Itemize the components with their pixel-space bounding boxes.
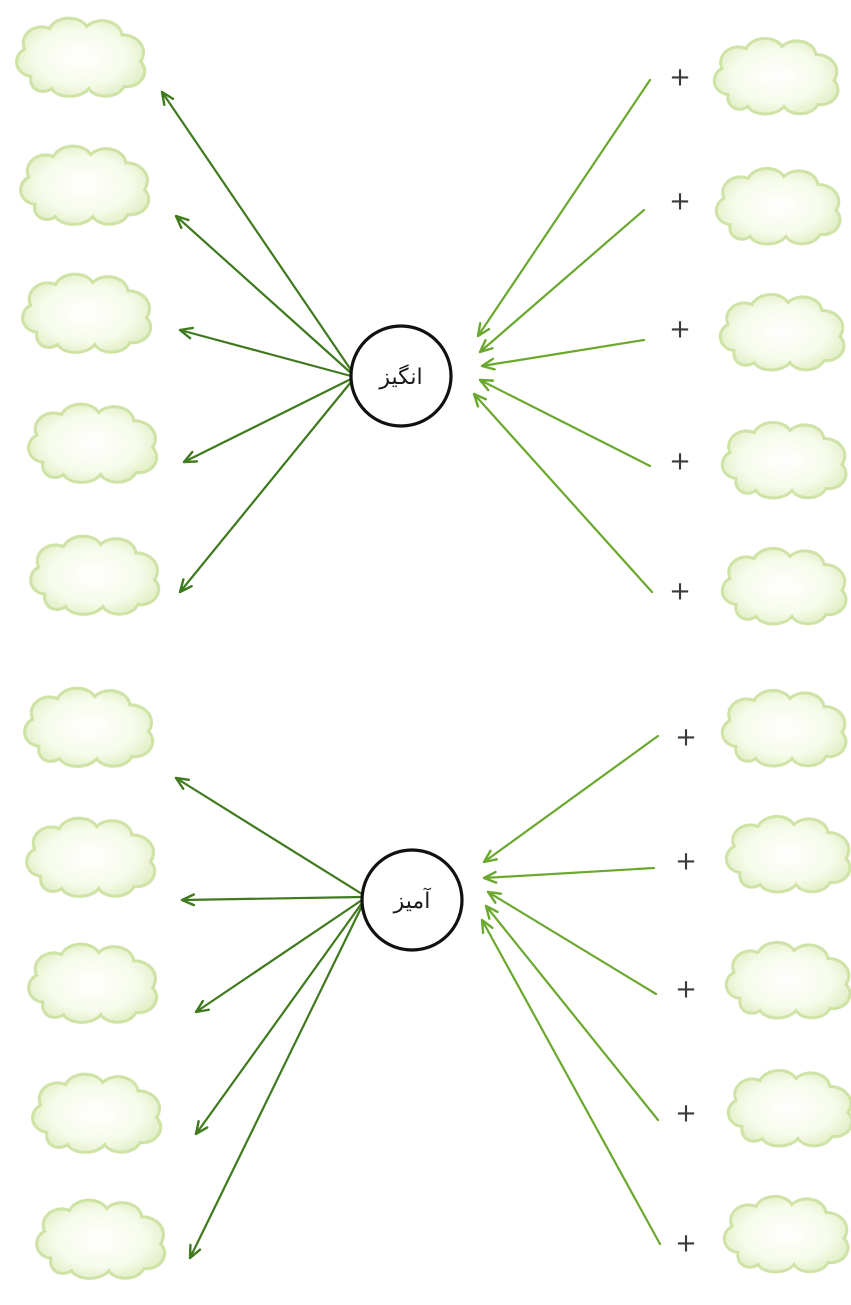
arrow-shaft: [476, 78, 652, 338]
arrow-shaft: [194, 901, 364, 1136]
arrow-shaft: [484, 904, 660, 1122]
output-arrow: [174, 776, 364, 896]
output-cloud-blank[interactable]: [15, 16, 147, 98]
input-cloud-blank[interactable]: [722, 1194, 850, 1274]
input-cloud-blank[interactable]: [720, 546, 848, 626]
arrow-head: [476, 321, 491, 338]
input-arrow: [476, 78, 652, 338]
arrow-head: [178, 326, 195, 340]
plus-sign: +: [675, 975, 697, 1005]
input-cloud-blank[interactable]: [724, 940, 851, 1020]
arrow-head: [472, 392, 488, 408]
output-cloud-blank[interactable]: [31, 1072, 163, 1154]
arrow-shaft: [194, 898, 364, 1014]
input-arrow: [472, 392, 654, 594]
input-arrow: [478, 208, 646, 354]
arrow-shaft: [486, 890, 658, 996]
input-cloud-blank[interactable]: [724, 814, 851, 894]
input-cloud-blank[interactable]: [720, 688, 848, 768]
output-arrow: [174, 214, 353, 375]
plus-sign: +: [669, 187, 691, 217]
plus-sign: +: [669, 63, 691, 93]
arrow-head: [160, 90, 175, 106]
arrow-shaft: [482, 734, 660, 864]
input-cloud-blank[interactable]: [712, 36, 840, 116]
arrow-shaft: [180, 895, 364, 902]
arrow-shaft: [482, 866, 656, 880]
arrow-shaft: [478, 378, 652, 468]
input-arrow: [478, 378, 652, 468]
arrow-shaft: [160, 90, 353, 372]
arrow-shaft: [478, 208, 646, 354]
input-cloud-blank[interactable]: [726, 1068, 851, 1148]
arrow-head: [194, 1120, 209, 1136]
output-arrow: [194, 898, 364, 1014]
output-cloud-blank[interactable]: [29, 534, 161, 616]
center-node-circle: [349, 324, 453, 428]
plus-sign: +: [675, 1099, 697, 1129]
arrow-shaft: [178, 380, 353, 594]
arrow-shaft: [178, 328, 353, 378]
arrow-head: [482, 849, 498, 864]
output-arrow: [182, 377, 353, 464]
output-cloud-blank[interactable]: [21, 272, 153, 354]
output-cloud-blank[interactable]: [25, 816, 157, 898]
diagram-2: + + + + + آمیز: [23, 686, 851, 1280]
plus-sign: +: [675, 1229, 697, 1259]
input-arrow: [480, 918, 662, 1246]
input-arrow: [480, 338, 646, 371]
output-cloud-blank[interactable]: [27, 402, 159, 484]
arrow-head: [174, 776, 191, 790]
arrow-head: [188, 1243, 202, 1260]
input-cloud-blank[interactable]: [714, 166, 842, 246]
center-word: انگیز: [378, 364, 422, 390]
output-cloud-blank[interactable]: [23, 686, 155, 768]
input-arrow: [482, 866, 656, 884]
input-cloud-blank[interactable]: [718, 292, 846, 372]
arrow-head: [484, 904, 499, 920]
arrow-head: [482, 870, 498, 884]
arrow-head: [178, 578, 193, 594]
arrow-head: [486, 890, 503, 904]
output-arrow: [194, 901, 364, 1136]
plus-sign: +: [669, 577, 691, 607]
arrow-head: [478, 339, 494, 354]
arrow-head: [194, 999, 211, 1014]
arrow-shaft: [182, 377, 353, 464]
center-node-circle: [360, 848, 464, 952]
center-word: آمیز: [393, 887, 432, 914]
output-cloud-blank[interactable]: [19, 144, 151, 226]
arrow-shaft: [174, 214, 353, 375]
output-cloud-blank[interactable]: [35, 1198, 167, 1280]
arrow-head: [180, 893, 196, 907]
arrow-head: [480, 357, 496, 371]
input-cloud-blank[interactable]: [720, 420, 848, 500]
arrow-shaft: [472, 392, 654, 594]
arrow-head: [480, 918, 494, 935]
arrow-shaft: [174, 776, 364, 896]
arrow-shaft: [480, 918, 662, 1246]
plus-sign: +: [675, 723, 697, 753]
output-arrow: [178, 326, 353, 378]
arrow-shaft: [480, 338, 646, 368]
output-arrow: [188, 904, 364, 1260]
input-arrow: [486, 890, 658, 996]
input-arrow: [484, 904, 660, 1122]
output-arrow: [180, 893, 364, 907]
plus-sign: +: [669, 315, 691, 345]
arrow-head: [174, 214, 190, 230]
arrow-shaft: [188, 904, 364, 1260]
plus-sign: +: [675, 847, 697, 877]
output-arrow: [160, 90, 353, 372]
diagram-1: + + + + + انگیز: [15, 16, 848, 626]
output-arrow: [178, 380, 353, 594]
arrow-head: [478, 378, 495, 392]
input-arrow: [482, 734, 660, 864]
output-cloud-blank[interactable]: [27, 942, 159, 1024]
plus-sign: +: [669, 447, 691, 477]
arrow-head: [182, 450, 199, 464]
